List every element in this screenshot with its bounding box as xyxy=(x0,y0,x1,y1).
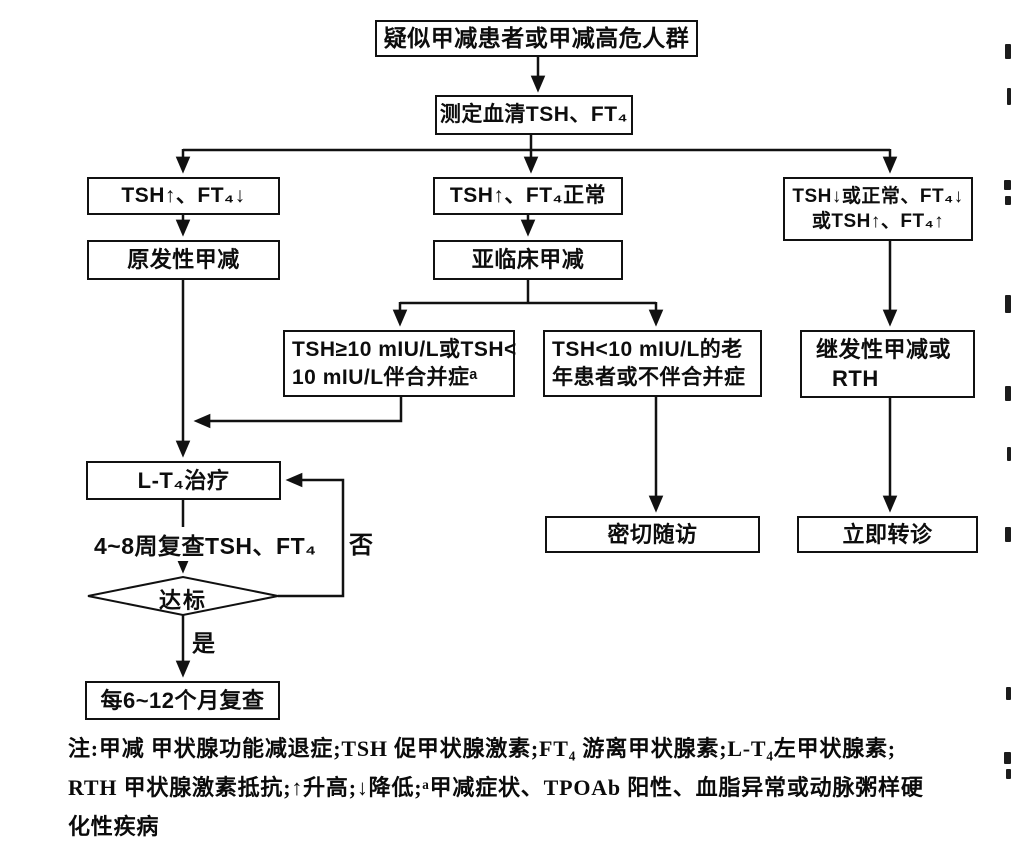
node-line: TSH<10 mIU/L的老 xyxy=(552,337,743,361)
page-edge-artifact xyxy=(1006,687,1011,700)
node-tsh-ge-10-or-comorbidity: TSH≥10 mIU/L或TSH< 10 mIU/L伴合并症ᵃ xyxy=(283,330,517,397)
footnote-line-3: 化性疾病 xyxy=(68,814,160,839)
label-no: 否 xyxy=(347,525,376,560)
node-decision-target-reached: 达标 xyxy=(158,588,207,613)
node-close-followup: 密切随访 xyxy=(545,516,760,553)
node-line: RTH xyxy=(832,366,879,391)
node-line: TSH≥10 mIU/L或TSH< xyxy=(292,337,517,361)
page-edge-artifact xyxy=(1007,447,1011,461)
node-primary-hypothyroidism: 原发性甲减 xyxy=(87,240,280,280)
page-edge-artifact xyxy=(1005,196,1011,205)
page-edge-artifact xyxy=(1005,44,1011,59)
node-lt4-treatment: L-T₄治疗 xyxy=(86,461,281,500)
node-line: 继发性甲减或 xyxy=(816,336,952,362)
node-line: TSH↓或正常、FT₄↓ xyxy=(792,185,964,207)
label-yes: 是 xyxy=(190,624,218,658)
node-subclinical-hypothyroidism: 亚临床甲减 xyxy=(433,240,623,280)
footnote-line-1: 注:甲减 甲状腺功能减退症;TSH 促甲状腺激素;FT₄ 游离甲状腺素;L-T₄… xyxy=(68,736,896,761)
node-immediate-referral: 立即转诊 xyxy=(797,516,978,553)
node-measure-tsh-ft4: 测定血清TSH、FT₄ xyxy=(435,95,633,135)
node-tsh-down-or-normal: TSH↓或正常、FT₄↓ 或TSH↑、FT₄↑ xyxy=(783,177,973,241)
node-line: 10 mIU/L伴合并症ᵃ xyxy=(292,365,478,389)
footnote-line-2: RTH 甲状腺激素抵抗;↑升高;↓降低;ᵃ甲减症状、TPOAb 阳性、血脂异常或… xyxy=(68,775,924,800)
node-recheck-6-12-months: 每6~12个月复查 xyxy=(85,681,280,720)
node-line: 年患者或不伴合并症 xyxy=(552,365,746,389)
node-tsh-up-ft4-normal: TSH↑、FT₄正常 xyxy=(433,177,623,215)
page-edge-artifact xyxy=(1005,527,1011,542)
page-edge-artifact xyxy=(1005,295,1011,313)
page-edge-artifact xyxy=(1005,386,1011,401)
node-secondary-hypothyroidism-rth: 继发性甲减或 RTH xyxy=(800,330,975,398)
node-suspected-patients: 疑似甲减患者或甲减高危人群 xyxy=(375,20,698,57)
label-recheck-4-8-weeks: 4~8周复查TSH、FT₄ xyxy=(92,527,319,561)
page-edge-artifact xyxy=(1004,752,1011,764)
node-tsh-up-ft4-down: TSH↑、FT₄↓ xyxy=(87,177,280,215)
page-edge-artifact xyxy=(1006,769,1011,779)
node-tsh-lt-10-elderly: TSH<10 mIU/L的老 年患者或不伴合并症 xyxy=(543,330,762,397)
page-edge-artifact xyxy=(1007,88,1011,105)
node-line: 或TSH↑、FT₄↑ xyxy=(811,211,945,232)
page-edge-artifact xyxy=(1004,180,1011,190)
